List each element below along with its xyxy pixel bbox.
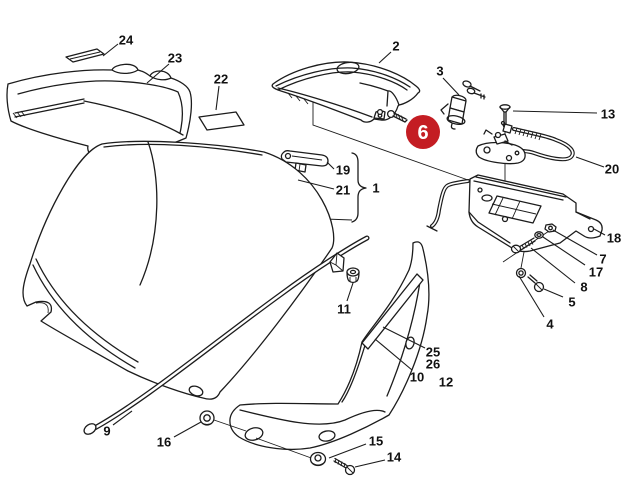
part-label-10: 10: [410, 370, 424, 385]
highlighted-part-number: 6: [417, 122, 428, 144]
part-label-9: 9: [103, 424, 110, 439]
part-label-8: 8: [580, 280, 587, 295]
carrier-bracket-part-18: [426, 174, 603, 253]
part-label-2: 2: [392, 39, 399, 54]
trim-strip-part-9: [83, 235, 370, 435]
part-label-4: 4: [546, 317, 554, 332]
part-label-17: 17: [589, 265, 603, 280]
leader-line-22: [215, 85, 220, 111]
highlight-circle[interactable]: [406, 115, 440, 149]
tail-cowl-part-2: [271, 61, 421, 123]
leader-line-9: [112, 410, 133, 426]
screw-part-14: [333, 457, 356, 476]
leader-line-25: [382, 326, 426, 349]
part-label-19: 19: [336, 163, 350, 178]
highlight-badge-layer[interactable]: 6: [406, 115, 440, 149]
leader-line-10: [374, 338, 413, 371]
part-label-20: 20: [605, 162, 619, 177]
leader-line-17: [542, 236, 586, 266]
leader-line-18: [593, 228, 606, 236]
leader-line-20: [575, 156, 605, 168]
leader-line-21: [297, 179, 335, 190]
part-label-22: 22: [214, 72, 228, 87]
leader-line-14: [354, 459, 386, 468]
part-label-23: 23: [168, 51, 182, 66]
part-label-1: 1: [372, 181, 379, 196]
part-label-7: 7: [599, 252, 606, 267]
leader-line-23: [146, 63, 170, 84]
leader-line-3: [442, 77, 460, 96]
part-label-24: 24: [119, 33, 134, 48]
leader-line-16: [173, 421, 202, 438]
screw-part-6: [376, 108, 408, 123]
rear-cowl-part-23: [6, 63, 193, 159]
leader-line-24: [102, 43, 119, 57]
part-label-13: 13: [601, 107, 615, 122]
grommet-part-15: [255, 437, 327, 467]
group-brace-part-1: [351, 152, 367, 223]
clip-and-nut-part-11: [329, 252, 360, 284]
leader-line-2: [378, 51, 392, 64]
seat-part-1: [22, 140, 335, 400]
emblem-decal-parts-25-26: [361, 273, 424, 350]
side-cover-part-10: [229, 241, 430, 451]
grommet-part-16: [199, 410, 247, 432]
grip-pad-part-22: [198, 111, 245, 131]
bumper-strip-part-24: [65, 48, 105, 63]
assembly-line-cowl-to-bracket: [312, 100, 469, 181]
leader-line-19: [326, 161, 335, 170]
part-label-18: 18: [607, 231, 621, 246]
part-label-25: 25: [426, 345, 440, 360]
part-label-15: 15: [369, 434, 383, 449]
leader-line-5: [543, 288, 564, 298]
part-label-12: 12: [439, 375, 453, 390]
part-label-16: 16: [157, 435, 171, 450]
part-label-3: 3: [436, 64, 443, 79]
latch-and-cable-part-20: [475, 120, 575, 165]
leader-line-15: [328, 443, 367, 459]
seat-lock-part-3: [440, 80, 486, 130]
part-label-21: 21: [336, 183, 350, 198]
part-label-5: 5: [568, 295, 575, 310]
leader-line-4: [518, 275, 545, 318]
leader-line-13: [512, 110, 598, 114]
leader-line-11: [346, 282, 354, 302]
leader-line-7: [552, 229, 598, 256]
part-label-11: 11: [337, 302, 351, 317]
part-label-26: 26: [426, 357, 440, 372]
leader-line-8: [530, 247, 576, 284]
part-label-14: 14: [387, 450, 402, 465]
